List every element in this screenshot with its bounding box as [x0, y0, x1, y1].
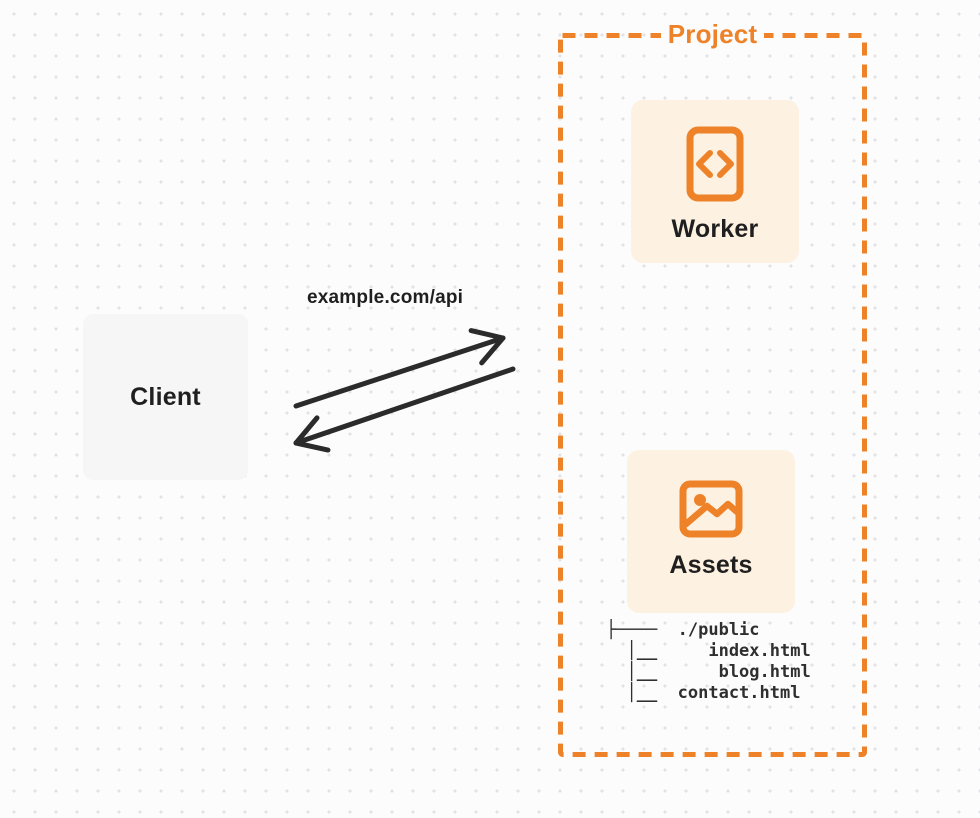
request-arrow-line [293, 328, 506, 409]
request-url-label: example.com/api [307, 287, 464, 308]
client-card: Client [83, 314, 248, 480]
project-group: Project [558, 19, 867, 50]
code-document-icon [686, 126, 744, 202]
project-label: Project [660, 19, 765, 50]
image-icon [679, 480, 743, 538]
assets-card: Assets [627, 450, 795, 613]
client-label: Client [130, 382, 201, 411]
worker-card: Worker [631, 100, 799, 263]
assets-label: Assets [669, 551, 753, 579]
response-arrow-line [293, 366, 516, 453]
assets-file-tree: ├──── ./public │__ index.html │__ blog.h… [606, 620, 811, 703]
worker-label: Worker [671, 215, 759, 243]
project-dashed-border [558, 33, 867, 757]
